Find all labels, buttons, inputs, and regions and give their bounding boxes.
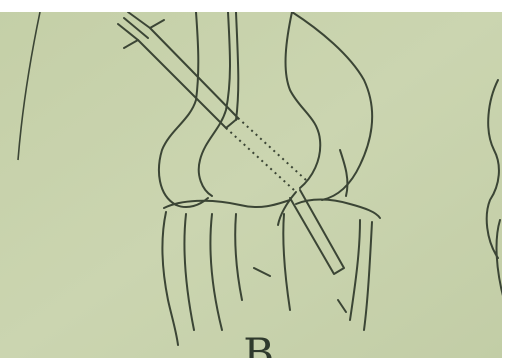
paper-right-margin [502,0,510,358]
panel-label: B [243,334,274,358]
paper-top-margin [0,0,510,12]
